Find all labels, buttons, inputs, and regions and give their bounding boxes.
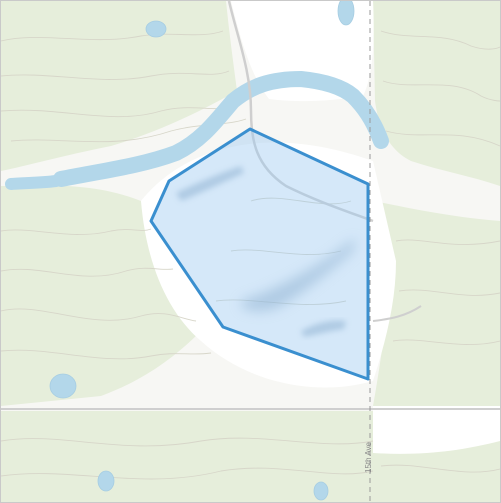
contour-line xyxy=(1,467,374,480)
hillshade-ridge xyxy=(301,320,346,337)
contour-line xyxy=(1,105,237,118)
hillshade-ridge xyxy=(176,166,244,201)
vegetation-area-northwest xyxy=(1,1,237,171)
contour-line xyxy=(380,464,500,473)
pond-southwest xyxy=(97,470,115,492)
selection-polygon[interactable] xyxy=(149,127,370,381)
hillshade-ridge xyxy=(241,239,356,312)
contour-line xyxy=(1,437,374,447)
contour-line xyxy=(1,349,212,360)
contour-line xyxy=(395,239,500,245)
contour-lines xyxy=(1,30,500,480)
vegetation-area-northeast xyxy=(373,1,500,186)
pond-northwest xyxy=(145,20,167,38)
contour-line xyxy=(250,197,352,205)
contour-line xyxy=(398,289,500,296)
road-winding-north xyxy=(227,1,374,223)
open-area-southeast xyxy=(373,406,500,454)
ponds xyxy=(49,1,355,501)
contour-line xyxy=(392,339,500,345)
contour-line xyxy=(1,228,152,235)
contour-line xyxy=(1,30,224,42)
contour-line xyxy=(380,30,500,50)
contour-line xyxy=(1,70,230,80)
road-east-branch xyxy=(372,305,422,322)
pond-south xyxy=(313,481,329,501)
contour-line xyxy=(230,249,342,255)
road-label: 15th Ave xyxy=(364,442,373,473)
hillshade xyxy=(176,166,356,337)
contour-line xyxy=(382,80,500,102)
pond-west xyxy=(49,373,77,399)
river-channel-lower xyxy=(5,175,62,190)
pond-north xyxy=(337,1,355,26)
contour-line xyxy=(1,267,174,277)
contour-line xyxy=(1,308,197,322)
contour-line xyxy=(385,130,500,147)
vegetation-area-east xyxy=(373,201,500,406)
